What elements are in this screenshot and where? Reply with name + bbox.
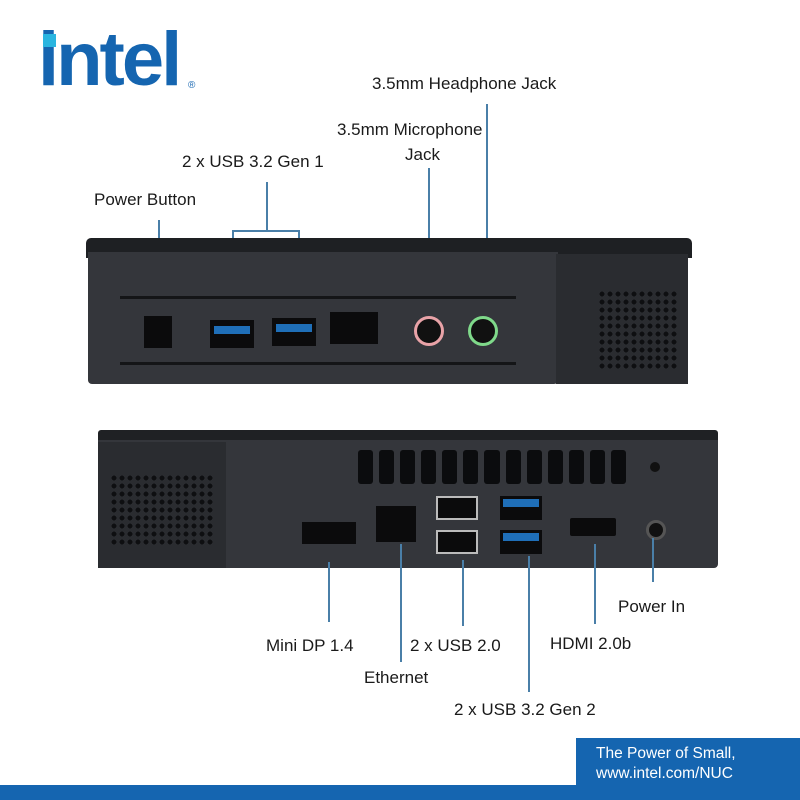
leader-hdmi xyxy=(594,544,596,624)
label-usb-gen1: 2 x USB 3.2 Gen 1 xyxy=(182,152,324,171)
usb-blue-tongue xyxy=(214,326,250,334)
vent-slot xyxy=(400,450,416,484)
leader-headphone xyxy=(486,104,488,314)
logo-dot-icon xyxy=(43,34,56,47)
usb-a-port-front-1 xyxy=(210,320,254,348)
footer-banner-box xyxy=(576,738,800,800)
usb-blue-tongue xyxy=(503,533,539,541)
power-in-port xyxy=(646,520,666,540)
front-side-vent xyxy=(598,290,678,370)
label-ethernet: Ethernet xyxy=(364,668,429,687)
front-header-port xyxy=(330,312,378,344)
leader-usb-gen2 xyxy=(528,556,530,692)
registered-mark: ® xyxy=(188,80,196,91)
vent-slot xyxy=(463,450,479,484)
power-button[interactable] xyxy=(144,316,172,348)
leader-usb-gen1 xyxy=(266,182,268,230)
vent-slot xyxy=(526,450,542,484)
microphone-jack xyxy=(414,316,444,346)
vent-slot xyxy=(547,450,563,484)
front-trim-top xyxy=(120,296,516,299)
vent-slot xyxy=(358,450,374,484)
rear-side-vent xyxy=(110,474,214,546)
logo-text: intel xyxy=(38,17,182,102)
leader-mini-dp xyxy=(328,562,330,622)
usb-a-port-front-2 xyxy=(272,318,316,346)
front-trim-bottom xyxy=(120,362,516,365)
vent-slot xyxy=(589,450,605,484)
vent-slot xyxy=(442,450,458,484)
kensington-lock-slot xyxy=(650,462,660,472)
label-usb2: 2 x USB 2.0 xyxy=(410,636,501,655)
leader-usb2 xyxy=(462,560,464,626)
headphone-jack xyxy=(468,316,498,346)
footer-url: www.intel.com/NUC xyxy=(596,765,733,782)
label-microphone-jack-line1: 3.5mm Microphone xyxy=(337,120,483,139)
vent-slot xyxy=(505,450,521,484)
label-power-in: Power In xyxy=(618,597,686,616)
usb2-port-bottom xyxy=(436,530,478,554)
usb-blue-tongue xyxy=(503,499,539,507)
vent-slot xyxy=(610,450,627,484)
ethernet-port xyxy=(376,506,416,542)
vent-slot xyxy=(421,450,437,484)
leader-ethernet xyxy=(400,544,402,662)
label-hdmi: HDMI 2.0b xyxy=(550,634,632,653)
footer-tagline: The Power of Small, xyxy=(596,745,736,762)
leader-power-in xyxy=(652,538,654,582)
leader-usb-gen1-bar xyxy=(232,230,300,232)
label-mini-dp: Mini DP 1.4 xyxy=(266,636,354,655)
label-usb-gen2: 2 x USB 3.2 Gen 2 xyxy=(454,700,596,719)
label-headphone-jack: 3.5mm Headphone Jack xyxy=(372,74,557,93)
usb-gen2-port-bottom xyxy=(500,530,542,554)
intel-logo: intel xyxy=(38,22,182,98)
label-power-button: Power Button xyxy=(94,190,197,209)
usb-blue-tongue xyxy=(276,324,312,332)
vent-slot xyxy=(484,450,500,484)
footer-text: The Power of Small, www.intel.com/NUC xyxy=(596,744,736,784)
usb-gen2-port-top xyxy=(500,496,542,520)
vent-slot xyxy=(568,450,584,484)
mini-dp-port xyxy=(302,522,356,544)
label-microphone-jack-line2: Jack xyxy=(405,145,440,164)
usb2-port-top xyxy=(436,496,478,520)
rear-exhaust-vents xyxy=(358,450,627,484)
hdmi-port xyxy=(570,518,616,536)
vent-slot xyxy=(379,450,395,484)
